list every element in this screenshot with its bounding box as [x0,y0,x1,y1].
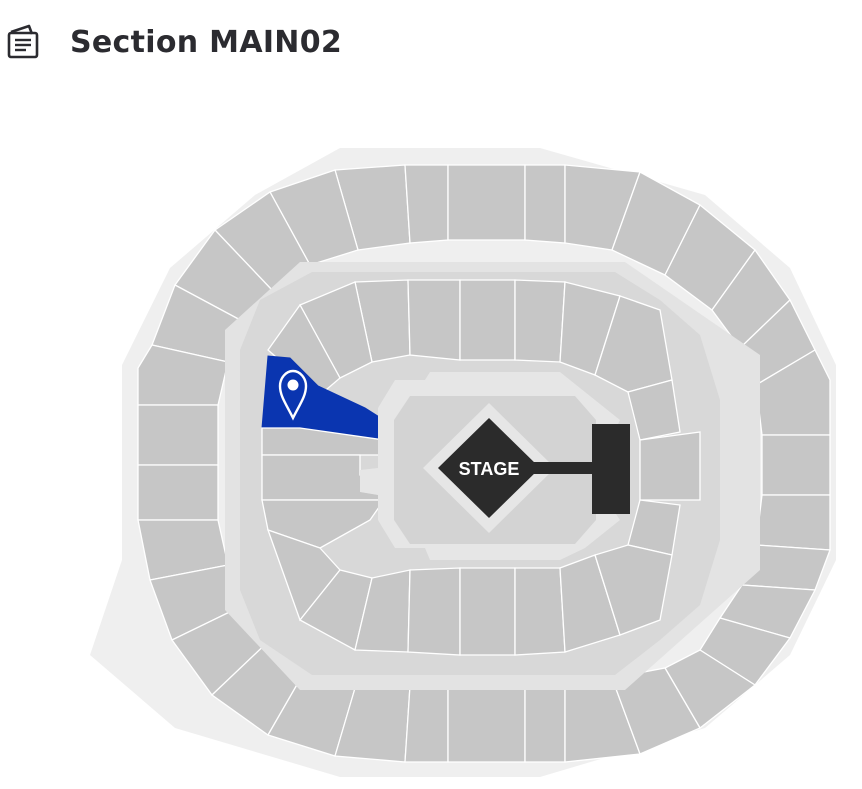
page-title: Section MAIN02 [70,24,343,60]
lower-bowl [261,279,701,656]
section-upper-top-3[interactable] [447,164,526,241]
section-upper-r-3[interactable] [755,494,831,551]
section-lower-bot-4[interactable] [514,567,566,656]
stage: STAGE [423,403,630,533]
section-lower-r-5[interactable] [594,544,673,636]
section-lower-top-3[interactable] [459,279,516,361]
section-upper-l-1[interactable] [137,344,229,406]
section-upper-l-3[interactable] [137,464,219,521]
section-upper-l-2[interactable] [137,404,219,466]
page-header: Section MAIN02 [0,18,342,66]
section-upper-bot-3[interactable] [447,687,526,763]
section-lower-bot-3[interactable] [459,567,516,656]
stage-label: STAGE [459,459,520,479]
location-pin-icon [278,369,308,421]
stage-main-block [592,424,630,514]
section-lower-r-3[interactable] [639,431,701,501]
section-upper-top-4[interactable] [524,164,566,244]
stage-runway [530,462,600,474]
section-upper-top-2[interactable] [404,164,449,244]
section-lower-top-4[interactable] [514,279,566,363]
section-lower-top-2[interactable] [407,279,461,361]
section-upper-bot-2[interactable] [404,685,449,763]
section-upper-bot-4[interactable] [524,685,566,763]
section-lower-l-3[interactable] [261,499,386,549]
section-lower-r-2[interactable] [627,379,681,441]
stage-diamond [438,418,540,518]
section-upper-r-2[interactable] [761,434,831,496]
ticket-icon [7,24,39,59]
section-lower-bot-2[interactable] [407,567,461,656]
upper-bowl [137,164,831,763]
